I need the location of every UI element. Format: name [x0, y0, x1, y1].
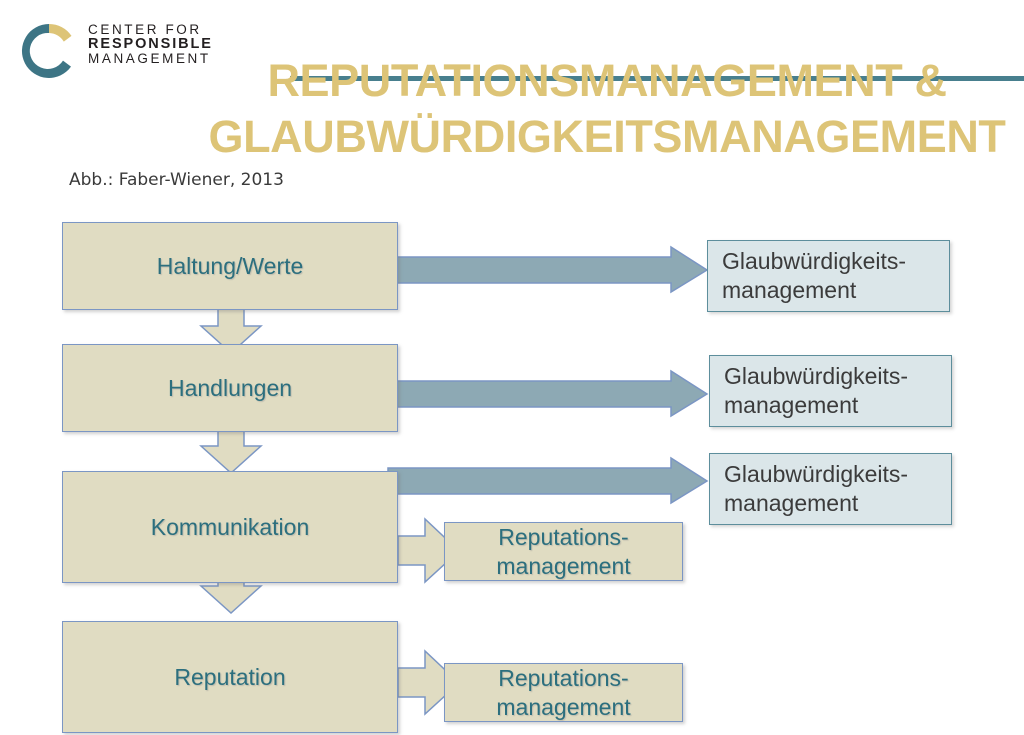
brand-logo: CENTER FOR RESPONSIBLE MANAGEMENT — [18, 18, 268, 84]
page-title-line-1: REPUTATIONSMANAGEMENT & — [267, 55, 947, 107]
reputation-management-box-2[interactable]: Reputations- management — [444, 663, 683, 722]
wordmark-line-1: CENTER FOR — [88, 22, 202, 37]
reputation-management-line-1: Reputations- — [498, 664, 629, 691]
crm-c-logo-icon — [18, 20, 80, 82]
gray-arrow-kommunikation-to-credibility — [387, 456, 709, 505]
wordmark-line-3: MANAGEMENT — [88, 50, 211, 66]
credibility-box-line-1: Glaubwürdigkeits- — [724, 362, 909, 389]
stage-box-label: Haltung/Werte — [156, 252, 304, 279]
brand-wordmark: CENTER FOR RESPONSIBLE MANAGEMENT — [88, 23, 268, 65]
reputation-management-box-1[interactable]: Reputations- management — [444, 522, 683, 581]
stage-box-reputation[interactable]: Reputation — [62, 621, 398, 733]
stage-box-haltung-werte[interactable]: Haltung/Werte — [62, 222, 398, 310]
stage-box-label: Reputation — [174, 663, 286, 690]
beige-arrow-kommunikation-to-reputation-mgmt — [397, 517, 461, 584]
stage-box-label: Kommunikation — [150, 513, 310, 540]
wordmark-line-2: RESPONSIBLE — [88, 35, 213, 52]
credibility-box-line-2: management — [724, 490, 859, 516]
slide-header: CENTER FOR RESPONSIBLE MANAGEMENT REPUTA… — [0, 0, 1024, 162]
stage-box-handlungen[interactable]: Handlungen — [62, 344, 398, 432]
credibility-box-line-1: Glaubwürdigkeits- — [722, 247, 907, 274]
credibility-box-2[interactable]: Glaubwürdigkeits- management — [709, 355, 952, 427]
page-title: REPUTATIONSMANAGEMENT & GLAUBWÜRDIGKEITS… — [190, 53, 1024, 165]
gray-arrow-haltung-to-credibility — [387, 245, 709, 294]
credibility-box-3[interactable]: Glaubwürdigkeits- management — [709, 453, 952, 525]
stage-box-label: Handlungen — [167, 374, 293, 401]
credibility-box-1[interactable]: Glaubwürdigkeits- management — [707, 240, 950, 312]
credibility-box-line-2: management — [724, 392, 859, 418]
figure-caption: Abb.: Faber-Wiener, 2013 — [69, 170, 284, 190]
reputation-management-line-2: management — [496, 552, 631, 579]
credibility-box-line-2: management — [722, 277, 857, 303]
credibility-box-line-1: Glaubwürdigkeits- — [724, 460, 909, 487]
beige-arrow-reputation-to-reputation-mgmt — [397, 649, 461, 716]
reputation-management-line-1: Reputations- — [498, 523, 629, 550]
reputation-management-line-2: management — [496, 693, 631, 720]
stage-box-kommunikation[interactable]: Kommunikation — [62, 471, 398, 583]
gray-arrow-handlungen-to-credibility — [387, 369, 709, 418]
title-underline-rule — [290, 76, 1024, 81]
page-title-line-2: GLAUBWÜRDIGKEITSMANAGEMENT — [208, 110, 1006, 162]
